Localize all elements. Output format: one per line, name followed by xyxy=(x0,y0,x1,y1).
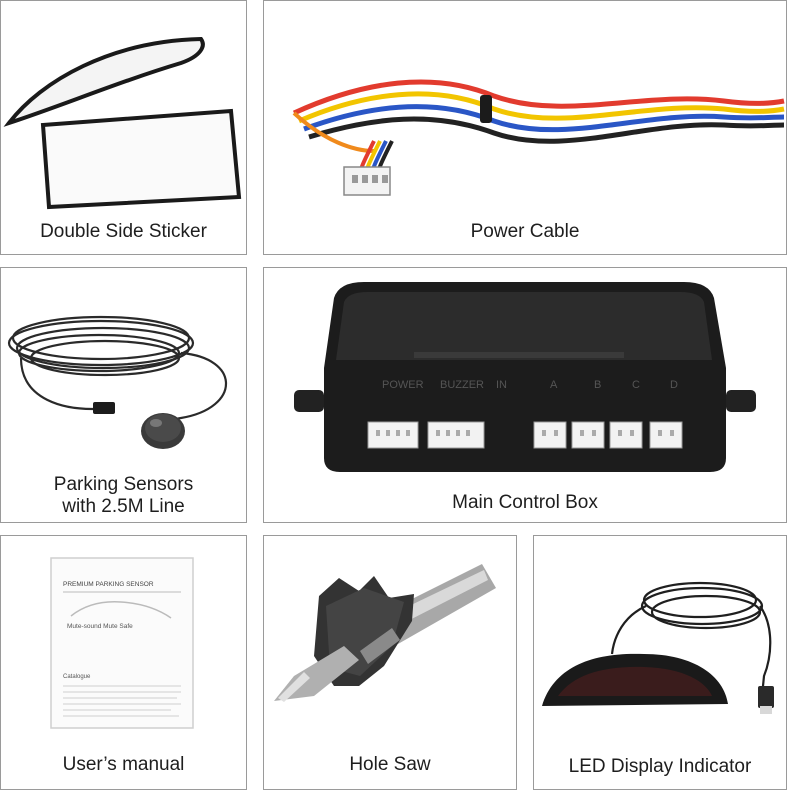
item-caption: Power Cable xyxy=(470,221,580,242)
manual-title: PREMIUM PARKING SENSOR xyxy=(63,581,154,588)
led-display-image xyxy=(542,581,774,714)
double-side-sticker-image xyxy=(3,36,242,210)
panel-double-side-sticker: Double Side Sticker xyxy=(0,0,247,255)
parking-sensors-image xyxy=(7,315,228,449)
item-caption: User’s manual xyxy=(62,754,185,775)
control-box-label: BUZZER xyxy=(440,379,484,391)
item-caption: Double Side Sticker xyxy=(40,221,207,242)
control-box-label: A xyxy=(550,379,558,391)
item-caption: LED Display Indicator xyxy=(568,756,752,777)
panel-users-manual: PREMIUM PARKING SENSOR Mute-sound Mute S… xyxy=(0,535,247,790)
users-manual-image: PREMIUM PARKING SENSOR Mute-sound Mute S… xyxy=(50,557,194,729)
control-box-label: B xyxy=(594,379,601,391)
manual-section: Catalogue xyxy=(63,674,91,680)
power-cable-image xyxy=(292,79,785,196)
item-caption: Parking Sensors with 2.5M Line xyxy=(53,474,194,517)
panel-hole-saw: Hole Saw xyxy=(263,535,517,790)
control-box-label: C xyxy=(632,379,640,391)
item-caption: Hole Saw xyxy=(349,754,431,775)
panel-parking-sensors: Parking Sensors with 2.5M Line xyxy=(0,267,247,523)
panel-main-control-box: POWER BUZZER IN A B C D Main Control Box xyxy=(263,267,787,523)
manual-subtitle: Mute-sound Mute Safe xyxy=(67,623,133,630)
control-box-label: D xyxy=(670,379,678,391)
hole-saw-image xyxy=(274,564,496,702)
control-box-label: POWER xyxy=(382,379,424,391)
control-box-label: IN xyxy=(496,379,507,391)
panel-led-display-indicator: LED Display Indicator xyxy=(533,535,787,790)
main-control-box-image: POWER BUZZER IN A B C D xyxy=(294,282,756,472)
panel-power-cable: Power Cable xyxy=(263,0,787,255)
item-caption: Main Control Box xyxy=(452,492,598,513)
